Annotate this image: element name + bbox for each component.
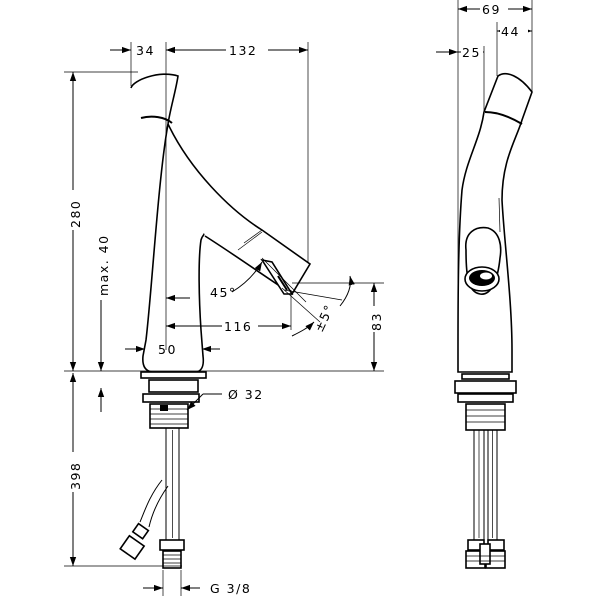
dim-height: 280 <box>68 200 83 228</box>
fitting-right <box>159 539 185 551</box>
mount-nut <box>142 393 200 403</box>
dim-spout-offset: 34 <box>136 43 155 58</box>
dim-hose-length: 398 <box>68 462 83 490</box>
dim-base-offset: 25 <box>462 45 481 60</box>
dim-total-depth: 69 <box>482 2 501 17</box>
mount-ring <box>148 379 199 393</box>
outlet-band <box>243 229 263 244</box>
dim-top-depth: 44 <box>501 24 520 39</box>
side-body <box>457 72 533 373</box>
dim-thread: G 3/8 <box>210 581 251 596</box>
dim-swivel: ±5° <box>311 301 337 334</box>
outlet-band-2 <box>237 231 263 251</box>
dim-max-clearance: max. 40 <box>96 234 111 296</box>
base-flange <box>140 371 207 379</box>
aerator-face <box>277 275 288 291</box>
side-top-band <box>484 111 523 125</box>
front-view <box>119 73 312 569</box>
dim-angle: 45° <box>210 285 237 300</box>
dim-hole-diameter: Ø 32 <box>228 387 264 402</box>
top-band <box>140 115 173 124</box>
threaded-shank <box>149 403 189 429</box>
side-dimensions: 69 44 25 <box>436 0 533 370</box>
dim-outlet-height: 83 <box>369 312 384 331</box>
front-dimensions: 34 132 280 max. 40 45° 116 ±5° 83 <box>62 42 385 596</box>
hose-left <box>139 479 163 523</box>
fitting-left <box>119 534 146 561</box>
dim-spout-reach-top: 132 <box>229 43 257 58</box>
dim-spout-reach: 116 <box>224 319 252 334</box>
side-view <box>454 72 533 569</box>
dim-base-width: 50 <box>158 342 177 357</box>
